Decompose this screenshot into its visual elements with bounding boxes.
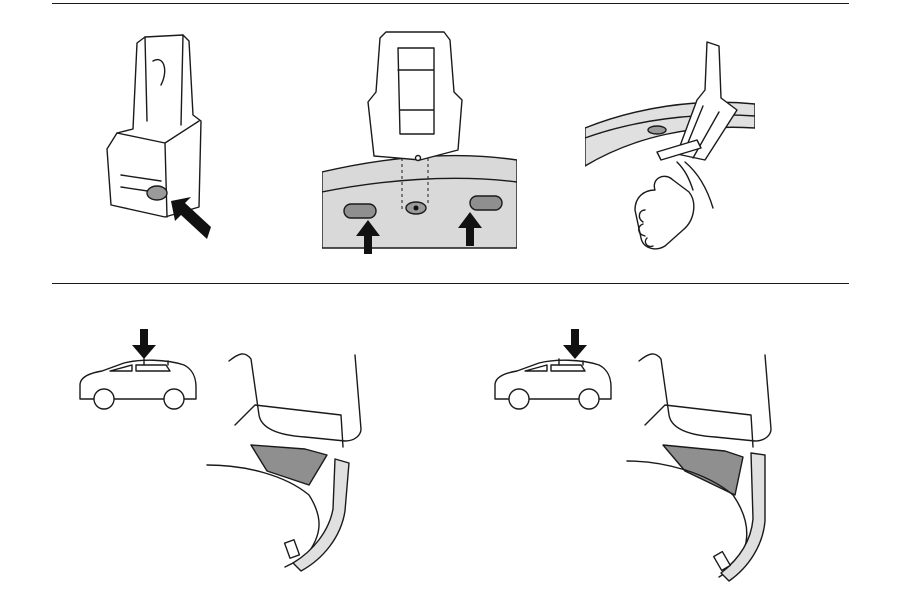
down-arrow-icon xyxy=(132,329,156,359)
middle-divider xyxy=(52,283,849,284)
step-5-section-panel xyxy=(625,345,795,585)
down-arrow-icon xyxy=(563,329,587,359)
top-divider xyxy=(52,3,849,4)
foot-pad-section-front xyxy=(206,353,362,572)
step-1-panel xyxy=(95,25,225,250)
step-4-section-panel xyxy=(205,345,375,575)
step-3-panel xyxy=(585,40,755,255)
step-4-car-panel xyxy=(70,325,200,415)
roof-fixing-illustration xyxy=(322,31,517,254)
arrow-icon-left xyxy=(356,220,380,254)
arrow-icon xyxy=(171,197,211,239)
hand-icon xyxy=(634,175,695,250)
step-2-panel xyxy=(322,30,517,255)
hatchback-car-icon xyxy=(494,329,612,410)
arrow-icon-right xyxy=(458,212,482,246)
step-5-car-panel xyxy=(485,325,615,415)
bracket-illustration xyxy=(106,34,211,239)
foot-pad-section-rear xyxy=(626,353,772,582)
hatchback-car-icon xyxy=(79,329,197,410)
hand-clip-illustration xyxy=(585,41,755,250)
